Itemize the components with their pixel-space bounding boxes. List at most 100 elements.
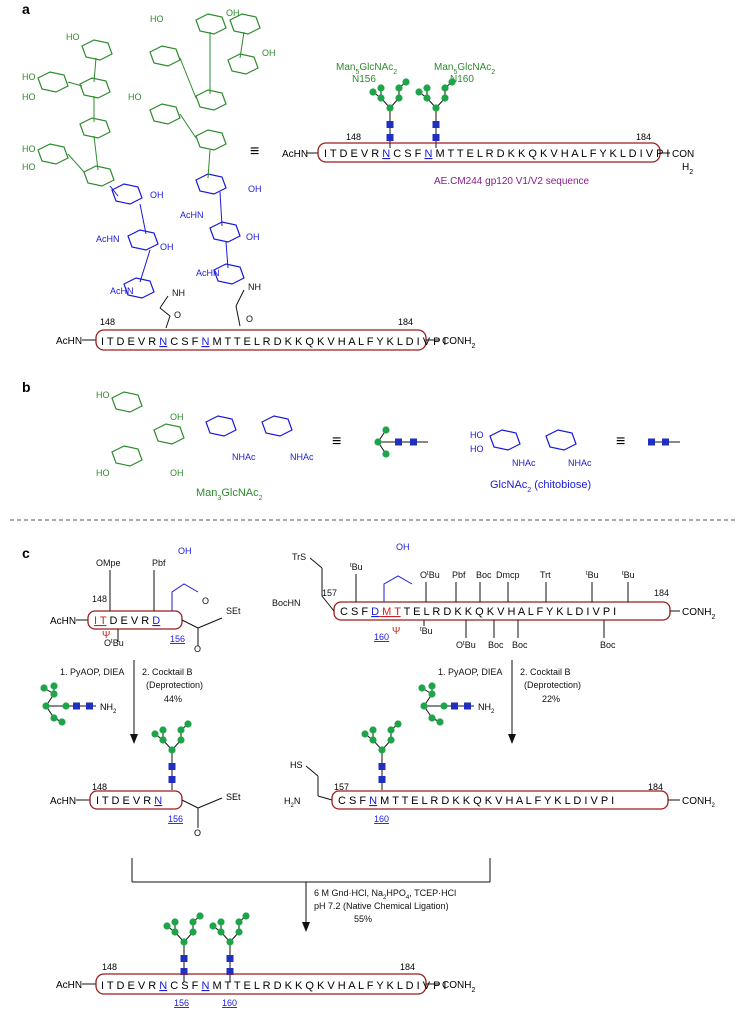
seq-end-184: 184 bbox=[648, 782, 663, 792]
label-nhac: NHAc bbox=[568, 458, 592, 468]
yield-left: 44% bbox=[164, 694, 182, 704]
label-achn: AcHN bbox=[180, 210, 204, 220]
pbf-label: Pbf bbox=[452, 570, 466, 580]
sequence-top: I T D E V R N C S F N M T T E L R D K K … bbox=[324, 148, 669, 160]
bochn-label: BocHN bbox=[272, 598, 301, 608]
glycan-links-a bbox=[67, 31, 245, 179]
product-right-seq: C S F N M T T E L R D K K Q K V H A L F … bbox=[338, 795, 614, 807]
n-term-label: AcHN bbox=[50, 616, 76, 627]
glycan-symbol-n160 bbox=[414, 77, 457, 149]
site-label-n156: N156 bbox=[352, 74, 376, 85]
otbu-label: OtBu bbox=[456, 640, 476, 650]
trt-label: Trt bbox=[540, 570, 551, 580]
seq-start-148: 148 bbox=[346, 132, 361, 142]
label-nhac: NHAc bbox=[232, 452, 256, 462]
site-160: 160 bbox=[374, 632, 389, 642]
label-ho: HO bbox=[96, 468, 110, 478]
o-label: O bbox=[202, 596, 209, 606]
seq-end-184: 184 bbox=[400, 962, 415, 972]
site-160: 160 bbox=[222, 998, 237, 1008]
trs-label: TrS bbox=[292, 552, 306, 562]
chitobiose-label: GlcNAc2 (chitobiose) bbox=[490, 479, 591, 494]
c-term-label-top: CON bbox=[672, 149, 694, 160]
seq-start-157: 157 bbox=[334, 782, 349, 792]
label-oh: OH bbox=[248, 184, 262, 194]
label-ho: HO bbox=[22, 92, 36, 102]
dmcp-label: Dmcp bbox=[496, 570, 520, 580]
site-160: 160 bbox=[374, 814, 389, 824]
step-2-reagent-right: 2. Cocktail B bbox=[520, 667, 571, 677]
n-term-label: AcHN bbox=[50, 796, 76, 807]
seq-start-148: 148 bbox=[100, 317, 115, 327]
man3-symbol bbox=[374, 426, 428, 458]
label-ho: HO bbox=[470, 430, 484, 440]
h2n-label: H2N bbox=[284, 796, 300, 809]
ncl-conditions-2: pH 7.2 (Native Chemical Ligation) bbox=[314, 901, 449, 911]
set-label: SEt bbox=[226, 606, 241, 616]
man3-label: Man3GlcNAc2 bbox=[196, 487, 263, 502]
label-oh: OH bbox=[226, 8, 240, 18]
oh-label: OH bbox=[178, 546, 192, 556]
glycan-symbol-final-156 bbox=[162, 911, 205, 983]
equiv-sign: ≡ bbox=[332, 433, 341, 450]
boc-label: Boc bbox=[476, 570, 492, 580]
seq-end-184: 184 bbox=[654, 588, 669, 598]
hs-label: HS bbox=[290, 760, 303, 770]
glycan-symbol-n156 bbox=[368, 77, 411, 149]
step-2-note-right: (Deprotection) bbox=[524, 680, 581, 690]
n-term-label: AcHN bbox=[282, 149, 308, 160]
seq-start-148: 148 bbox=[102, 962, 117, 972]
label-nhac: NHAc bbox=[512, 458, 536, 468]
label-nh: NH bbox=[248, 282, 261, 292]
label-o: O bbox=[174, 310, 181, 320]
seq-end-184: 184 bbox=[636, 132, 651, 142]
glycan-symbol-final-160 bbox=[208, 911, 251, 983]
man3glcnac2-structure bbox=[111, 391, 293, 467]
label-ohho: HO bbox=[66, 32, 80, 42]
tbu-label: tBu bbox=[420, 626, 433, 636]
panel-c-label: c bbox=[22, 545, 30, 561]
label-ho: HO bbox=[22, 144, 36, 154]
tbu-label: tBu bbox=[350, 562, 363, 572]
panel-a-label: a bbox=[22, 1, 30, 17]
seq-start-148: 148 bbox=[92, 782, 107, 792]
chitobiose-structure bbox=[489, 429, 577, 451]
label-o: O bbox=[246, 314, 253, 324]
ligation-bracket bbox=[131, 858, 491, 928]
c-term-label: CONH2 bbox=[682, 607, 715, 621]
label-oh: OH bbox=[246, 232, 260, 242]
label-oh: OH bbox=[150, 190, 164, 200]
reagent-glycan-right bbox=[418, 682, 474, 726]
glycan-label-1: Man5GlcNAc2 bbox=[336, 62, 397, 76]
n-term-label: AcHN bbox=[56, 336, 82, 347]
glycan-symbol-160 bbox=[360, 719, 403, 791]
boc-label: Boc bbox=[488, 640, 504, 650]
label-ho: HO bbox=[22, 72, 36, 82]
n-term-label: AcHN bbox=[56, 980, 82, 991]
c-term-label: CONH2 bbox=[442, 980, 475, 994]
final-product-seq: I T D E V R N C S F N M T T E L R D K K … bbox=[101, 980, 446, 992]
product-left-seq: I T D E V R N bbox=[96, 795, 162, 807]
chitobiose-symbol bbox=[648, 438, 680, 446]
fragment-right-seq: C S F D M T T E L R D K K Q K V H A L F … bbox=[340, 606, 616, 618]
nh2-label-left: NH2 bbox=[100, 702, 117, 715]
boc-label: Boc bbox=[512, 640, 528, 650]
otbu-label: OtBu bbox=[420, 570, 440, 580]
yield-ncl: 55% bbox=[354, 914, 372, 924]
equiv-sign: ≡ bbox=[250, 143, 259, 160]
c-term-label: CONH2 bbox=[442, 336, 475, 350]
site-label-n160: N160 bbox=[450, 74, 474, 85]
label-ho: HO bbox=[96, 390, 110, 400]
label-oh: OH bbox=[170, 412, 184, 422]
label-oh: OH bbox=[160, 242, 174, 252]
set-label: SEt bbox=[226, 792, 241, 802]
sequence-a: I T D E V R N C S F N M T T E L R D K K … bbox=[101, 336, 446, 348]
step-1-reagent-right: 1. PyAOP, DIEA bbox=[438, 667, 502, 677]
site-156: 156 bbox=[168, 814, 183, 824]
label-achn: AcHN bbox=[196, 268, 220, 278]
label-ho: HO bbox=[22, 162, 36, 172]
glycan-symbol-156 bbox=[150, 719, 193, 791]
step-2-reagent-left: 2. Cocktail B bbox=[142, 667, 193, 677]
seq-end-184: 184 bbox=[398, 317, 413, 327]
